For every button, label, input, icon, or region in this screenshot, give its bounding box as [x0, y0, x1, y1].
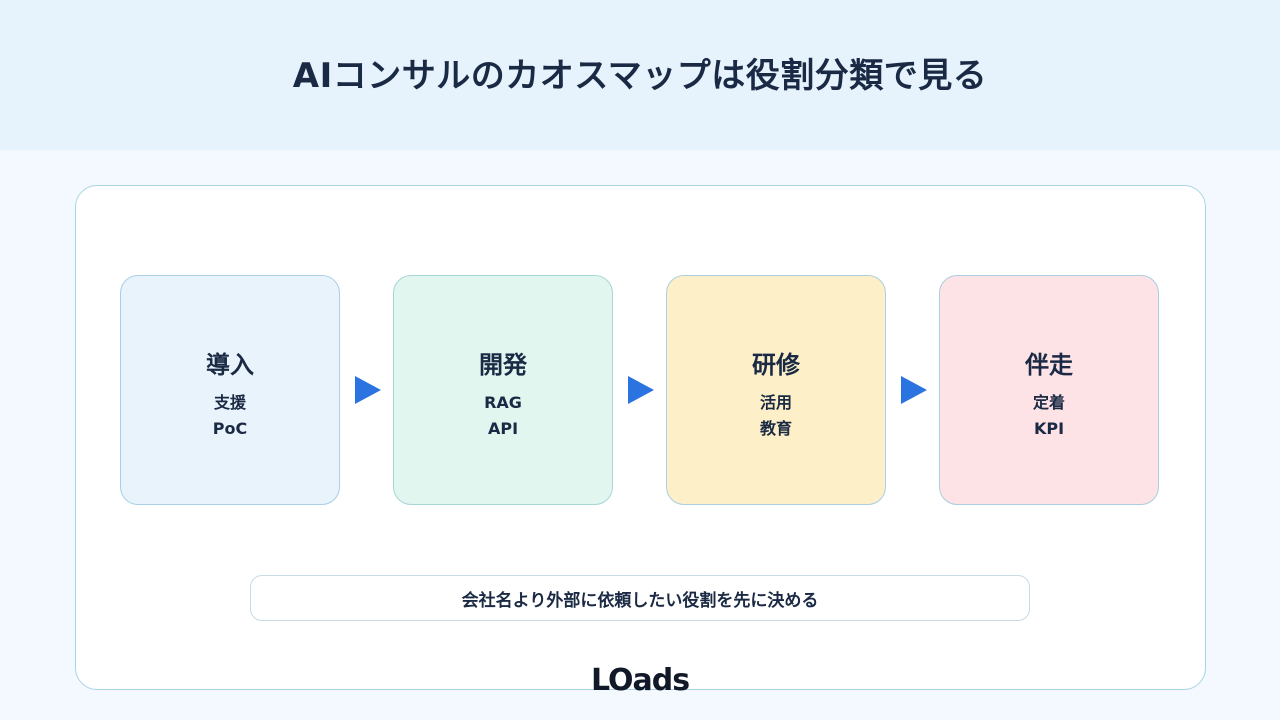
step-card-development: 開発 RAG API	[393, 275, 613, 505]
step-card-training: 研修 活用 教育	[666, 275, 886, 505]
page-title: AIコンサルのカオスマップは役割分類で見る	[292, 55, 988, 96]
summary-note: 会社名より外部に依頼したい役割を先に決める	[250, 575, 1030, 621]
step-line: 活用	[759, 392, 792, 412]
step-line: KPI	[1033, 418, 1065, 438]
step-title: 導入	[206, 350, 254, 379]
arrow-right-icon	[901, 376, 927, 404]
step-line: 教育	[759, 418, 792, 438]
brand-logo: LOads	[590, 662, 690, 698]
step-card-support: 伴走 定着 KPI	[939, 275, 1159, 505]
step-title: 開発	[479, 350, 527, 379]
step-card-introduction: 導入 支援 PoC	[120, 275, 340, 505]
step-line: PoC	[212, 418, 248, 438]
header-banner: AIコンサルのカオスマップは役割分類で見る	[0, 0, 1280, 150]
step-line: API	[487, 418, 519, 438]
step-line: 定着	[1032, 392, 1065, 412]
arrow-right-icon	[628, 376, 654, 404]
step-title: 伴走	[1025, 350, 1073, 379]
step-title: 研修	[752, 350, 800, 379]
step-line: 支援	[213, 392, 246, 412]
arrow-right-icon	[355, 376, 381, 404]
step-line: RAG	[484, 392, 522, 412]
